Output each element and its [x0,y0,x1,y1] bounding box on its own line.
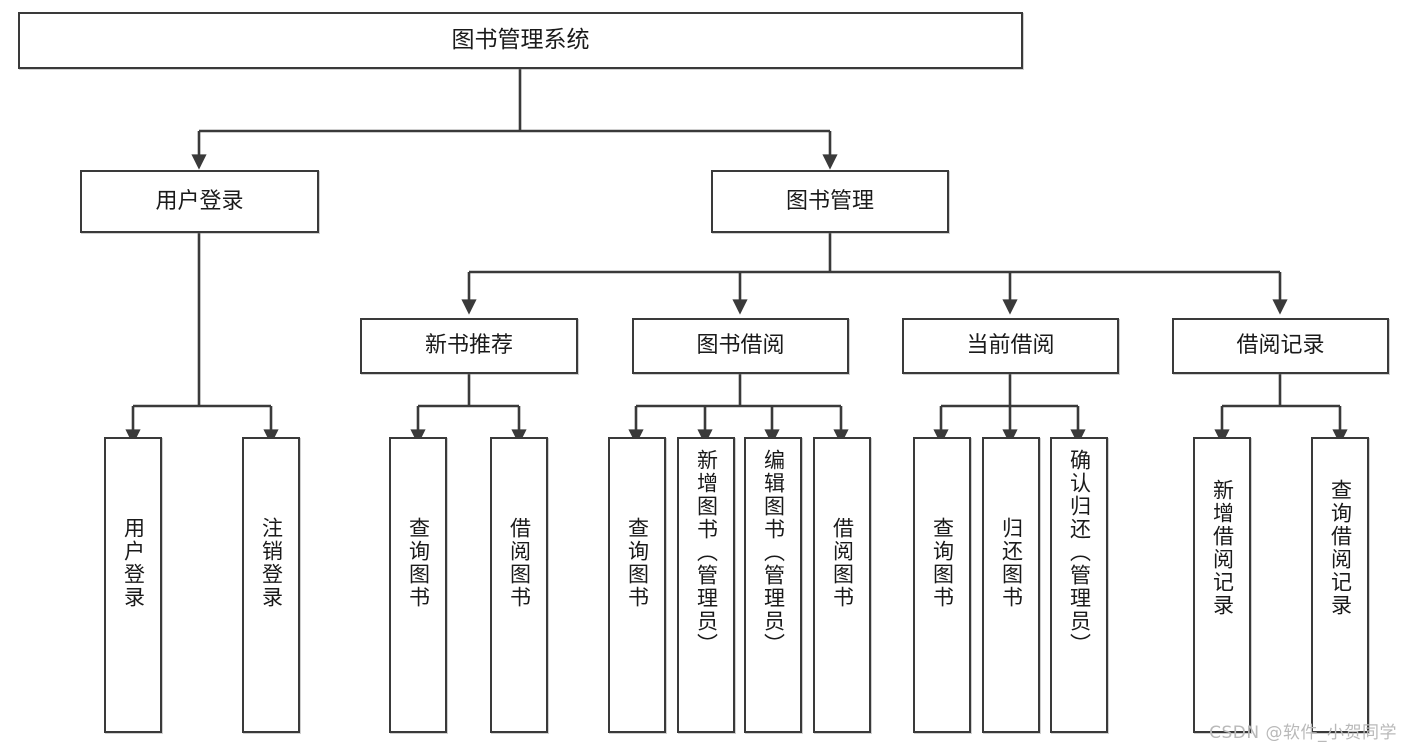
node-label: 查询图书 [625,517,650,609]
node-book-borrow[interactable]: 图书借阅 [632,318,849,374]
node-label: 图书借阅 [696,333,785,359]
leaf-new-book-borrow[interactable]: 借阅图书 [490,437,548,733]
node-label: 注销登录 [259,517,284,609]
leaf-borrow-add-book-admin[interactable]: 新增图书（管理员） [677,437,735,733]
node-label: 查询图书 [406,517,431,609]
node-label: 借阅记录 [1236,333,1325,359]
leaf-record-add[interactable]: 新增借阅记录 [1193,437,1251,733]
node-new-book-recommend[interactable]: 新书推荐 [360,318,578,374]
leaf-current-confirm-return-admin[interactable]: 确认归还（管理员） [1050,437,1108,733]
node-borrow-record[interactable]: 借阅记录 [1172,318,1389,374]
leaf-borrow-borrow-book[interactable]: 借阅图书 [813,437,871,733]
leaf-borrow-edit-book-admin[interactable]: 编辑图书（管理员） [744,437,802,733]
node-label: 借阅图书 [507,517,532,609]
leaf-record-query[interactable]: 查询借阅记录 [1311,437,1369,733]
leaf-new-book-query[interactable]: 查询图书 [389,437,447,733]
node-root-system[interactable]: 图书管理系统 [18,12,1023,69]
node-current-borrow[interactable]: 当前借阅 [902,318,1119,374]
node-label: 编辑图书（管理员） [761,449,786,656]
node-user-login[interactable]: 用户登录 [80,170,319,233]
leaf-current-query-book[interactable]: 查询图书 [913,437,971,733]
csdn-watermark: CSDN @软件_小贺同学 [1209,723,1397,743]
node-label: 归还图书 [999,517,1024,609]
node-label: 用户登录 [155,188,244,214]
leaf-user-login-signout[interactable]: 注销登录 [242,437,300,733]
leaf-borrow-query-book[interactable]: 查询图书 [608,437,666,733]
node-label: 新书推荐 [424,333,513,359]
node-label: 图书管理系统 [451,27,590,54]
node-label: 用户登录 [121,517,146,609]
node-label: 查询借阅记录 [1328,479,1353,617]
node-label: 当前借阅 [966,333,1055,359]
leaf-current-return-book[interactable]: 归还图书 [982,437,1040,733]
node-label: 借阅图书 [830,517,855,609]
node-label: 查询图书 [930,517,955,609]
leaf-user-login-signin[interactable]: 用户登录 [104,437,162,733]
node-label: 确认归还（管理员） [1067,449,1092,656]
node-label: 新增借阅记录 [1210,479,1235,617]
node-label: 新增图书（管理员） [694,449,719,656]
node-book-management[interactable]: 图书管理 [711,170,949,233]
node-label: 图书管理 [785,188,874,214]
